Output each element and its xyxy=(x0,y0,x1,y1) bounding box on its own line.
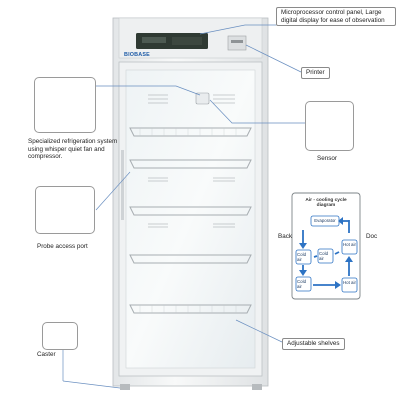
caster-inset xyxy=(42,322,78,350)
caster-callout: Caster xyxy=(37,351,56,358)
fan-inset xyxy=(34,77,96,133)
internal-sensor xyxy=(195,92,210,105)
cold-air-label-bottom: Cold air xyxy=(297,279,307,289)
brand-logo: BIOBASE xyxy=(124,52,150,58)
shelves-callout: Adjustable shelves xyxy=(282,338,345,350)
air-vents xyxy=(148,94,235,228)
shelf-wires xyxy=(139,128,237,313)
evaporator-label: Evaporator xyxy=(314,218,336,223)
hot-air-label-bottom: Hot air xyxy=(343,280,356,285)
hot-air-node-bottom xyxy=(341,277,358,293)
printer-callout: Printer xyxy=(301,67,330,79)
hot-air-node-right xyxy=(341,239,358,255)
refrigerator-cabinet xyxy=(112,17,269,390)
cycle-back-label: Back xyxy=(278,233,292,240)
probe-callout: Probe access port xyxy=(37,243,88,250)
probe-inset xyxy=(35,186,95,234)
cold-air-node-center xyxy=(317,248,334,264)
cold-air-node-left xyxy=(295,249,312,265)
cold-air-label-center: Cold air xyxy=(319,251,329,261)
cold-air-label-left: Cold air xyxy=(297,252,307,262)
control-panel-callout: Microprocessor control panel, Large digi… xyxy=(276,7,396,27)
glass-door xyxy=(125,69,256,369)
cycle-arrows xyxy=(299,217,353,289)
refrigeration-callout: Specialized refrigeration system using w… xyxy=(28,138,118,161)
sensor-callout: Sensor xyxy=(317,155,337,162)
hot-air-label-right: Hot air xyxy=(343,242,356,247)
cycle-door-label: Doc xyxy=(366,233,378,240)
cycle-nodes xyxy=(295,215,358,293)
sensor-inset xyxy=(305,101,354,151)
cold-air-node-bottom xyxy=(295,276,312,292)
shelves xyxy=(129,127,252,314)
cycle-diagram-title: Air - cooling cycle diagram xyxy=(305,198,347,208)
